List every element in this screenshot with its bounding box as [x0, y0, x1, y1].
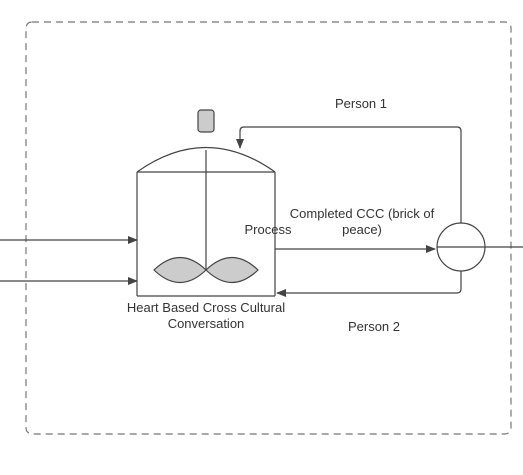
person-1-label: Person 1 — [335, 96, 387, 111]
person-2-label: Person 2 — [348, 319, 400, 334]
vessel-dome — [136, 147, 276, 173]
agitator-blade-left-icon — [153, 257, 207, 283]
dashed-boundary-frame — [25, 21, 512, 435]
agitator-blade-right-icon — [205, 257, 259, 283]
feedback-loop-top — [236, 126, 462, 223]
process-label: Process — [245, 222, 292, 237]
vessel-label-line-1: Heart Based Cross Cultural — [127, 300, 285, 315]
agitator-motor-icon — [197, 109, 215, 133]
completed-ccc-label-line-2: peace) — [342, 222, 382, 237]
feedback-loop-bottom — [276, 271, 462, 297]
vessel-label-line-2: Conversation — [168, 316, 245, 331]
completed-ccc-label-line-1: Completed CCC (brick of — [290, 206, 435, 221]
